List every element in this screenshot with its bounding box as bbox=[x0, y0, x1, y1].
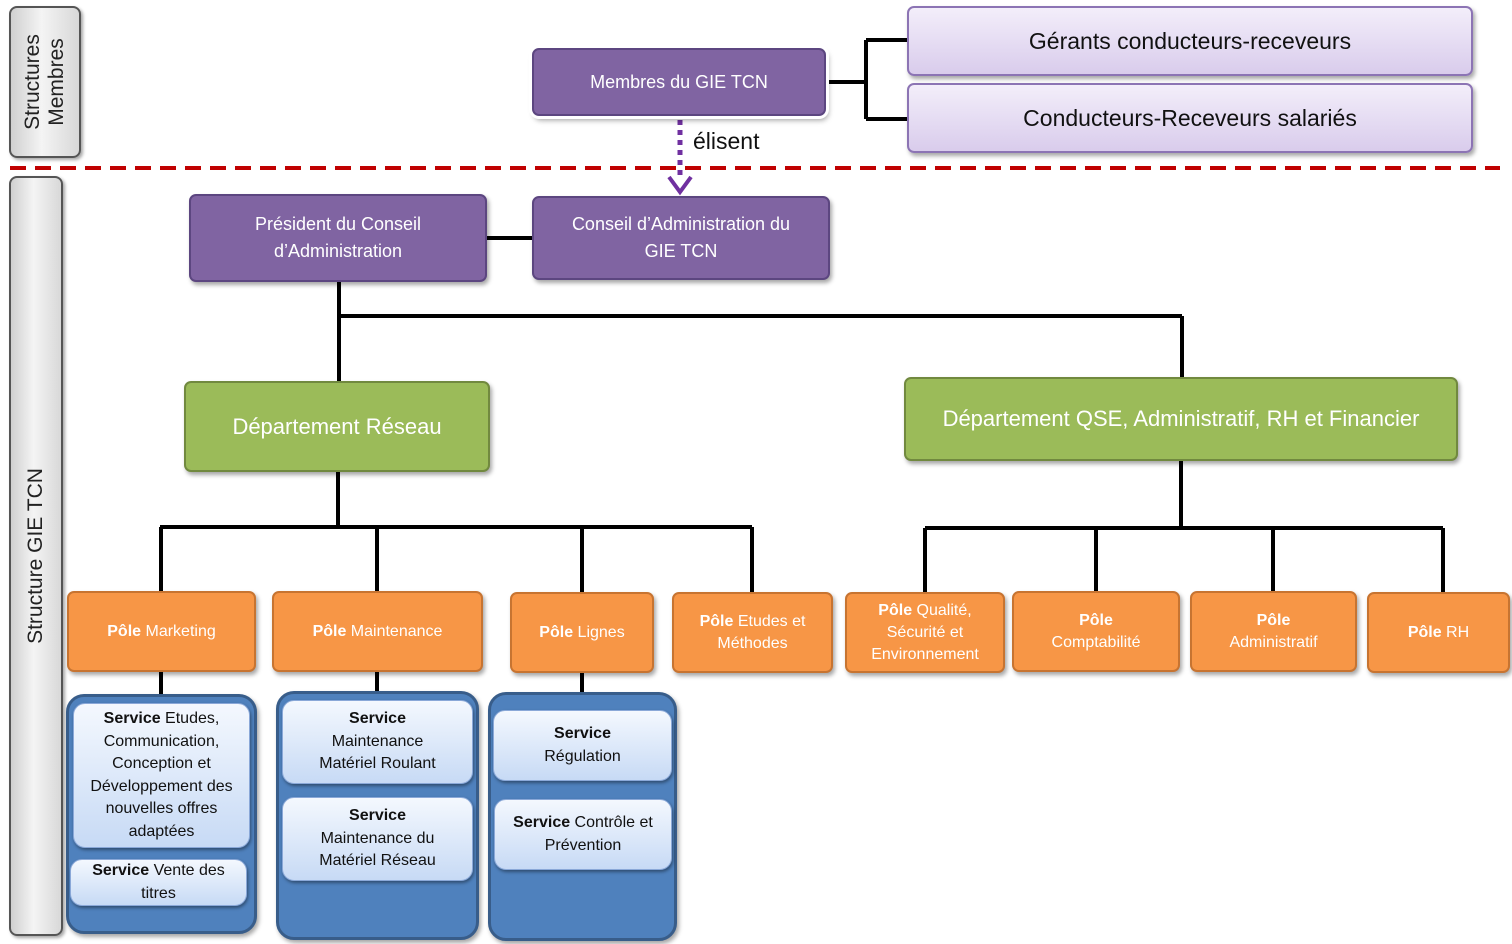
pole-lignes: Pôle Lignes bbox=[510, 592, 654, 673]
pole-lignes-text: Lignes bbox=[573, 623, 625, 641]
pole-maintenance-text: Maintenance bbox=[346, 622, 443, 640]
service-regulation: Service Régulation bbox=[493, 710, 672, 781]
service-etudes-communication-text: Etudes, Communication, Conception et Dév… bbox=[90, 710, 233, 840]
pole-etudes-text: Etudes et Méthodes bbox=[717, 612, 806, 652]
department-qse: Département QSE, Administratif, RH et Fi… bbox=[904, 377, 1458, 461]
service-maintenance-reseau-text: Maintenance du Matériel Réseau bbox=[319, 829, 436, 870]
service-vente-titres: Service Vente des titres bbox=[70, 859, 247, 906]
gerants-box: Gérants conducteurs-receveurs bbox=[907, 6, 1473, 76]
service-controle-prevention: Service Contrôle et Prévention bbox=[494, 799, 672, 870]
elisent-arrow-head bbox=[667, 175, 693, 196]
elisent-label: élisent bbox=[693, 128, 760, 154]
pole-etudes-bold: Pôle bbox=[699, 612, 734, 630]
pole-etudes: Pôle Etudes et Méthodes bbox=[672, 592, 833, 673]
service-maintenance-roulant-text: Maintenance Matériel Roulant bbox=[319, 732, 436, 773]
service-controle-prevention-bold: Service bbox=[513, 814, 571, 831]
pole-administratif-bold: Pôle bbox=[1256, 611, 1291, 629]
pole-marketing-text: Marketing bbox=[141, 622, 216, 640]
pole-rh-bold: Pôle bbox=[1407, 623, 1442, 641]
pole-qualite-bold: Pôle bbox=[878, 601, 913, 619]
pole-qualite: Pôle Qualité, Sécurité et Environnement bbox=[845, 592, 1005, 673]
side-label-membres-text: Structures Membres bbox=[21, 34, 68, 130]
service-maintenance-reseau-bold: Service bbox=[349, 807, 406, 825]
pole-administratif-text: Administratif bbox=[1229, 633, 1318, 651]
service-controle-prevention-text: Contrôle et Prévention bbox=[544, 814, 653, 854]
pole-rh: Pôle RH bbox=[1367, 592, 1510, 673]
pole-qualite-text: Qualité, Sécurité et Environnement bbox=[871, 601, 979, 663]
pole-rh-text: RH bbox=[1441, 623, 1470, 641]
side-label-membres: Structures Membres bbox=[9, 6, 81, 158]
president-box: Président du Conseil d’Administration bbox=[189, 194, 487, 282]
salaries-box: Conducteurs-Receveurs salariés bbox=[907, 83, 1473, 153]
pole-maintenance: Pôle Maintenance bbox=[272, 591, 483, 672]
pole-comptabilite-text: Comptabilité bbox=[1051, 633, 1141, 651]
side-label-gie-text: Structure GIE TCN bbox=[24, 468, 47, 644]
service-etudes-communication-bold: Service bbox=[103, 710, 161, 727]
service-vente-titres-text: Vente des titres bbox=[141, 862, 225, 902]
service-regulation-text: Régulation bbox=[544, 747, 621, 765]
service-maintenance-roulant-bold: Service bbox=[349, 710, 406, 728]
side-label-gie: Structure GIE TCN bbox=[9, 176, 63, 936]
members-gie-box: Membres du GIE TCN bbox=[532, 48, 826, 116]
pole-marketing-bold: Pôle bbox=[107, 622, 142, 640]
pole-comptabilite: Pôle Comptabilité bbox=[1012, 591, 1180, 672]
service-regulation-bold: Service bbox=[554, 725, 611, 742]
service-maintenance-roulant: Service Maintenance Matériel Roulant bbox=[282, 700, 473, 784]
pole-administratif: Pôle Administratif bbox=[1190, 591, 1357, 672]
service-vente-titres-bold: Service bbox=[92, 862, 150, 879]
pole-comptabilite-bold: Pôle bbox=[1079, 611, 1113, 629]
conseil-box: Conseil d’Administration du GIE TCN bbox=[532, 196, 830, 280]
service-etudes-communication: Service Etudes, Communication, Conceptio… bbox=[73, 703, 250, 848]
department-reseau: Département Réseau bbox=[184, 381, 490, 472]
service-maintenance-reseau: Service Maintenance du Matériel Réseau bbox=[282, 797, 473, 881]
pole-lignes-bold: Pôle bbox=[539, 623, 574, 641]
pole-maintenance-bold: Pôle bbox=[312, 622, 347, 640]
pole-marketing: Pôle Marketing bbox=[67, 591, 256, 672]
